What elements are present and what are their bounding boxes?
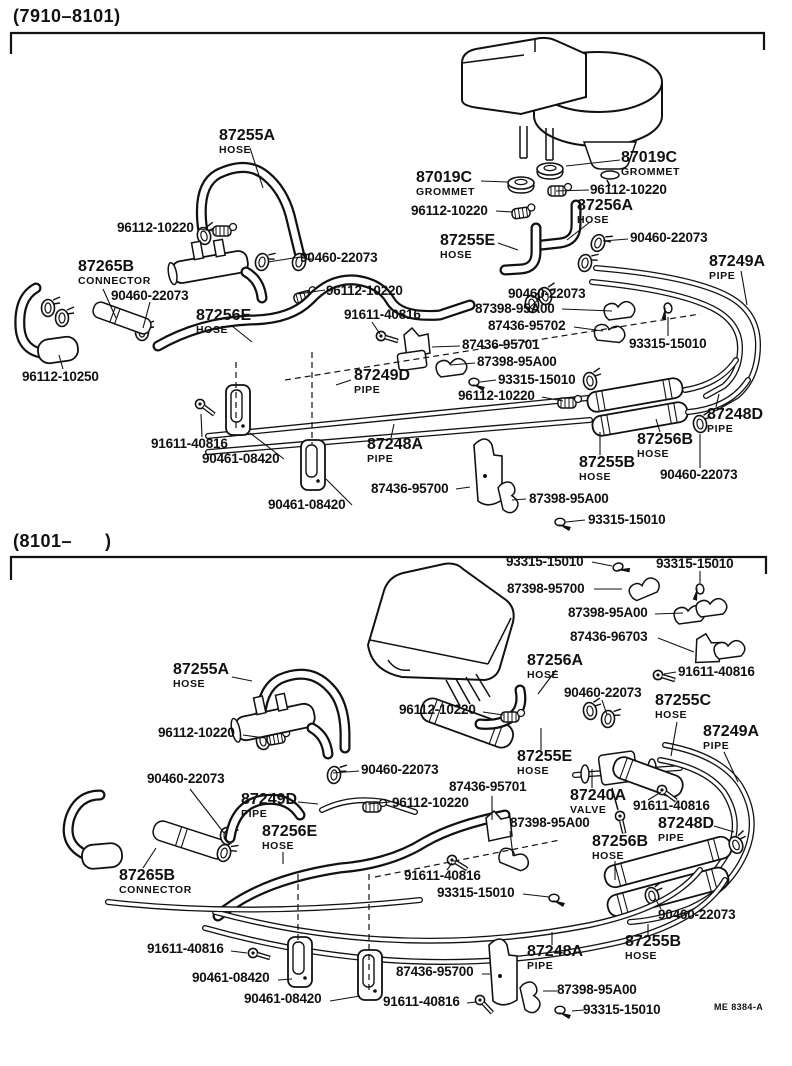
hose-87255E-drawing: [419, 697, 515, 749]
screw-icon: [689, 582, 707, 603]
pipe-clamp-icon: [518, 980, 542, 1015]
hose-clamp-icon: [500, 708, 526, 723]
pipe-87249A-drawing: [593, 265, 762, 411]
pipe-clamp-icon: [626, 575, 663, 603]
section-header-bottom: (8101– ): [13, 531, 112, 551]
leader-lines: [58, 147, 748, 523]
connector-elbow: [306, 722, 334, 760]
clamp-icon: [588, 229, 614, 256]
hose-87255B-drawing: [606, 866, 730, 918]
hose-87256A-drawing: [536, 199, 582, 251]
pipe-clip-icon: [357, 949, 383, 1001]
pipe-clamp-icon: [695, 597, 728, 618]
section-header-top: (7910–8101): [13, 6, 121, 26]
bottom-section-art: [9, 555, 768, 1020]
pipe-clamp-icon: [713, 639, 746, 660]
clamp-icon: [580, 697, 605, 722]
hose-87255E-drawing: [499, 222, 542, 276]
pipe-clip-icon: [225, 384, 251, 436]
pipes-87249D-87248A-drawing: [205, 395, 593, 455]
connector-elbow: [240, 266, 268, 304]
pipe-87249A-drawing: [627, 742, 755, 925]
pipe-clamp-icon: [591, 320, 628, 348]
hose-87255A-drawing: [195, 162, 306, 262]
screw-icon: [554, 517, 572, 532]
small-hose-drawing: [224, 793, 306, 844]
bolt-icon: [613, 810, 632, 834]
clamp-icon: [325, 762, 348, 786]
clamp-icon: [599, 706, 622, 730]
heater-unit-drawing: [461, 36, 663, 187]
pipe-clamp-icon: [496, 480, 520, 515]
heater-unit-drawing: [366, 562, 515, 707]
hose-87256B-drawing: [586, 377, 684, 413]
bolt-icon: [653, 670, 675, 680]
connector-87265B-drawing: [92, 301, 152, 335]
left-hose-drawing: [62, 789, 123, 870]
hose-96112-10250-drawing: [14, 282, 79, 365]
water-connector-drawing: [167, 238, 249, 286]
alignment-dashed-lines: [235, 313, 701, 444]
top-section-art: [9, 31, 766, 532]
bracket-87436-95700-icon: [473, 438, 503, 506]
screw-icon: [611, 558, 633, 578]
water-connector-drawing: [230, 692, 316, 743]
screw-icon: [548, 893, 566, 908]
pipe-87248D-drawing: [589, 279, 744, 399]
clamp-icon: [535, 281, 560, 307]
bracket-87436-95700-icon: [488, 938, 518, 1006]
pipe-clip-icon: [300, 439, 326, 491]
section-bracket: [9, 555, 768, 580]
clamp-icon: [580, 367, 605, 392]
grommet-icon: [507, 176, 535, 194]
pipe-clamp-icon: [435, 357, 468, 378]
alignment-dashed-lines: [297, 839, 561, 992]
hose-clamp-icon: [212, 222, 238, 237]
screw-icon: [554, 1005, 572, 1020]
leader-lines: [142, 561, 739, 1012]
hose-clamp-icon: [557, 394, 583, 409]
clamp-icon: [690, 410, 715, 435]
clamp-icon: [54, 306, 75, 328]
hose-87256E-drawing: [152, 274, 476, 352]
bolt-icon: [248, 948, 270, 958]
section-bracket: [9, 31, 766, 54]
pipe-clamp-icon: [494, 843, 533, 876]
valve-body: [396, 349, 428, 372]
hose-87256E-drawing: [212, 809, 511, 922]
hose-clamp-icon: [510, 202, 537, 220]
grommet-icon: [536, 162, 564, 180]
hose-clamp-icon: [547, 182, 573, 197]
screw-icon: [468, 377, 486, 392]
hose-clamp-icon: [362, 798, 388, 813]
bolt-icon: [194, 398, 218, 414]
